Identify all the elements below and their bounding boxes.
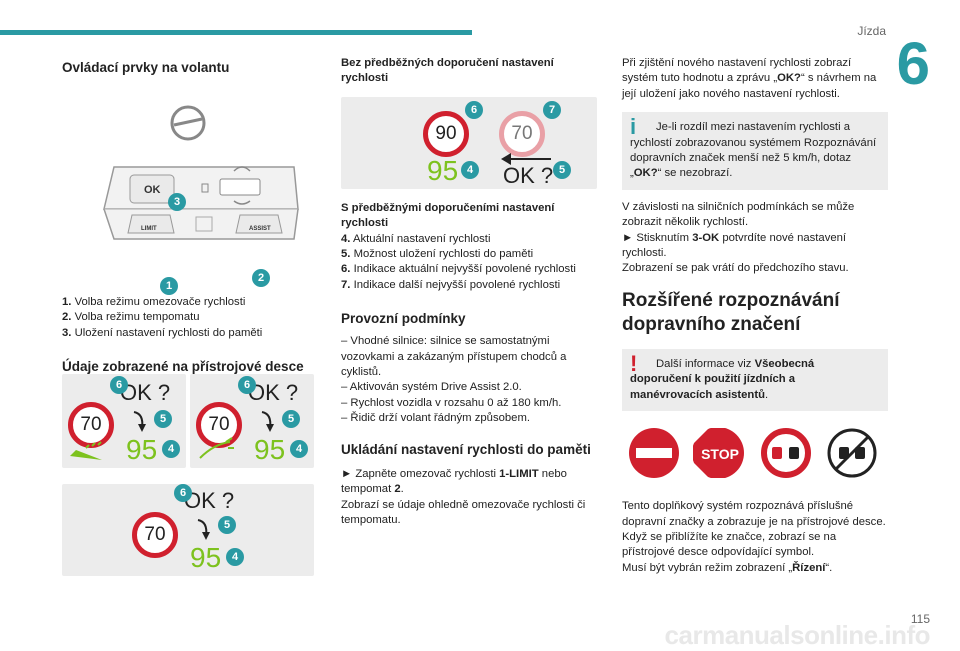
callout-5: 5 <box>553 160 571 179</box>
svg-text:STOP: STOP <box>701 446 739 462</box>
arrow-graphic <box>501 152 551 165</box>
ok-prompt: OK ? <box>503 162 554 188</box>
callout-6: 6 <box>465 100 483 119</box>
section-heading-steering-controls: Ovládací prvky na volantu <box>62 60 230 75</box>
ok-prompt: OK ? <box>184 488 235 513</box>
callout-6: 6 <box>238 376 256 394</box>
list-item: 4. Aktuální nastavení rychlosti <box>341 232 491 245</box>
list-item: 1. Volba režimu omezovače rychlosti <box>62 296 246 308</box>
callout-1: 1 <box>160 277 178 295</box>
warning-icon: ! <box>630 350 638 376</box>
section-heading-sign-recognition: Rozšířené rozpoznávání dopravního značen… <box>622 289 840 335</box>
column-1: Ovládací prvky na volantu OK LIMIT ASSIS… <box>62 56 314 576</box>
memory-step-1: ► Zapněte omezovač rychlosti 1-LIMIT neb… <box>341 467 567 496</box>
steering-wheel-illustration: OK LIMIT ASSIST <box>103 105 299 240</box>
speed-limit-sign: 70 <box>68 402 114 448</box>
page-number: 115 <box>910 612 930 626</box>
next-limit-sign: 70 <box>499 110 545 157</box>
set-speed: 95 <box>190 542 222 573</box>
callout-7: 7 <box>543 100 561 119</box>
cluster-graphics <box>197 519 210 540</box>
column-2: Bez předběžných doporučení nastavení ryc… <box>341 56 597 528</box>
cluster-graphics <box>70 411 146 460</box>
heading-with-recommendations: S předběžnými doporučeními nastavení ryc… <box>341 201 555 230</box>
paragraph-confirm-step: ► Stisknutím 3-OK potvrdíte nové nastave… <box>622 231 847 260</box>
callout-6: 6 <box>110 376 128 394</box>
condition-item: – Aktivován systém Drive Assist 2.0. <box>341 381 522 394</box>
ok-button-label: OK <box>144 184 161 196</box>
info-icon: i <box>630 114 637 140</box>
paragraph-approach: Když se přiblížíte ke značce, zobrazí se… <box>622 530 837 559</box>
current-set-speed: 95 <box>427 154 459 186</box>
current-limit-sign: 90 <box>423 110 469 157</box>
warning-note: ! Další informace viz Všeobecná doporuče… <box>622 348 888 412</box>
chapter-number: 6 <box>896 30 930 97</box>
set-speed: 95 <box>126 434 158 465</box>
callout-4: 4 <box>162 440 180 458</box>
paragraph-system-desc: Tento doplňkový systém rozpoznává příslu… <box>622 500 886 528</box>
no-entry-sign-icon <box>629 428 679 479</box>
memory-step-1-desc: Zobrazí se údaje ohledně omezovače rychl… <box>341 498 586 526</box>
paragraph-mode: Musí být vybrán režim zobrazení „Řízení“… <box>622 561 833 574</box>
section-heading-operating-conditions: Provozní podmínky <box>341 311 466 327</box>
condition-item: – Rychlost vozidla v rozsahu 0 až 180 km… <box>341 396 562 409</box>
paragraph-multiple-speeds: V závislosti na silničních podmínkách se… <box>622 200 855 229</box>
end-no-overtaking-sign-icon <box>827 428 877 478</box>
list-item: 5. Možnost uložení rychlosti do paměti <box>341 248 534 261</box>
callout-5: 5 <box>154 410 172 428</box>
cluster-image-3: 70 OK ? 95 6 5 4 <box>62 484 314 576</box>
callout-2: 2 <box>252 269 270 287</box>
section-heading-speed-memory: Ukládání nastavení rychlosti do paměti <box>341 441 591 457</box>
callout-5: 5 <box>218 516 236 534</box>
callout-4: 4 <box>290 440 308 458</box>
condition-item: – Vhodné silnice: silnice se samostatným… <box>341 335 567 379</box>
heading-no-recommendations: Bez předběžných doporučení nastavení ryc… <box>341 57 554 85</box>
controls-legend-list: 1. Volba režimu omezovače rychlosti 2. V… <box>62 295 314 341</box>
paragraph-new-setting: Při zjištění nového nastavení rychlosti … <box>622 57 877 100</box>
cluster-image-2: 70 OK ? 95 6 5 4 <box>190 374 314 468</box>
speed-limit-sign: 70 <box>132 512 178 558</box>
callout-4: 4 <box>226 548 244 566</box>
no-overtaking-sign-icon <box>761 428 811 479</box>
steering-controls-figure: OK LIMIT ASSIST 3 1 2 <box>62 89 314 295</box>
watermark: carmanualsonline.info <box>664 620 931 650</box>
header-title: Jízda <box>857 24 886 38</box>
section-heading-cluster-display: Údaje zobrazené na přístrojové desce <box>62 359 304 375</box>
callout-5: 5 <box>282 410 300 428</box>
speed-recommendation-figure: 90 70 95 OK ? 6 7 4 5 <box>341 96 597 189</box>
callout-6: 6 <box>174 484 192 502</box>
ok-prompt: OK ? <box>120 380 171 405</box>
cluster-graphics <box>199 411 274 459</box>
traffic-signs-row: STOP <box>622 423 888 493</box>
column-3: Při zjištění nového nastavení rychlosti … <box>622 56 888 576</box>
ok-prompt: OK ? <box>248 380 299 405</box>
paragraph-return: Zobrazení se pak vrátí do předchozího st… <box>622 262 849 275</box>
recommendation-legend-list: 4. Aktuální nastavení rychlosti 5. Možno… <box>341 232 597 294</box>
conditions-list: – Vhodné silnice: silnice se samostatným… <box>341 334 597 426</box>
cluster-image-1: 70 OK ? 95 6 5 4 <box>62 374 186 468</box>
assist-button-label: ASSIST <box>249 226 271 232</box>
condition-item: – Řidič drží volant řádným způsobem. <box>341 412 530 425</box>
stop-sign-icon: STOP <box>693 428 744 479</box>
list-item: 2. Volba režimu tempomatu <box>62 311 200 324</box>
list-item: 6. Indikace aktuální nejvyšší povolené r… <box>341 263 576 276</box>
list-item: 3. Uložení nastavení rychlosti do paměti <box>62 326 263 339</box>
limit-button-label: LIMIT <box>141 226 157 232</box>
set-speed: 95 <box>254 434 286 465</box>
callout-4: 4 <box>461 160 479 179</box>
header-accent-bar <box>0 30 472 35</box>
list-item: 7. Indikace další nejvyšší povolené rych… <box>341 278 561 291</box>
info-note: i Je-li rozdíl mezi nastavením rychlosti… <box>622 112 888 190</box>
callout-3: 3 <box>168 193 186 211</box>
